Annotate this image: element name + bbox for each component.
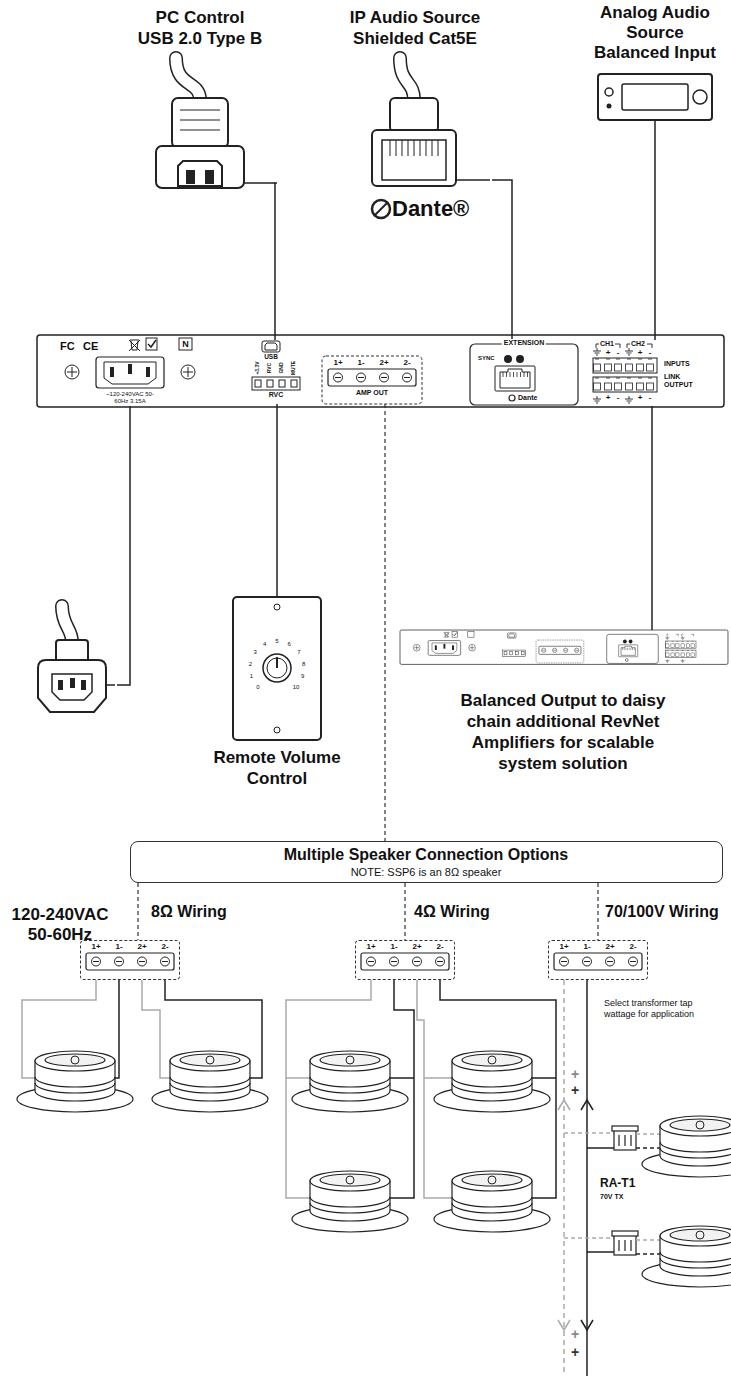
terminal-label: 2+ — [137, 942, 146, 951]
part-spec: 70V TX — [600, 1193, 623, 1201]
terminal-label: 1+ — [366, 942, 375, 951]
input-terminals-text: CH2 — [631, 340, 645, 348]
polarity-mark: + — [571, 1326, 579, 1342]
extension-port-text: EXTENSION — [502, 339, 546, 347]
dial-number: 1 — [250, 673, 253, 680]
speaker-feed-line — [597, 883, 598, 940]
source-callout-text: Analog Audio Source Balanced Input — [591, 3, 719, 63]
polarity-mark: + — [638, 349, 643, 357]
polarity-mark: + — [571, 1066, 579, 1082]
polarity-mark: + — [606, 394, 611, 402]
options-box-text: NOTE: SSP6 is an 8Ω speaker — [131, 866, 721, 879]
terminal-label: 2- — [436, 942, 443, 951]
source-callout-text: Shielded Cat5E — [340, 29, 490, 49]
cable-line — [651, 406, 653, 630]
amp-out-terminal-text: AMP OUT — [322, 389, 422, 397]
dial-number: 10 — [293, 684, 300, 691]
dial-number: 8 — [302, 660, 305, 667]
input-terminals-text: CH1 — [600, 340, 614, 348]
volume-control-text: Remote Volume Control — [209, 747, 345, 789]
pin-name: +3.3V — [255, 361, 261, 374]
input-terminals-text: INPUTS — [664, 360, 690, 368]
options-box: Multiple Speaker Connection OptionsNOTE:… — [130, 841, 723, 883]
terminal-label: 2+ — [379, 358, 388, 367]
terminal-label: 2+ — [605, 942, 614, 951]
cable-line — [654, 120, 656, 340]
speaker-terminal-text: 8Ω Wiring — [151, 903, 227, 921]
amplifier-panel: ~120-240VAC 50-60Hz 3.15A USB RVC AMP OUT EX… — [37, 335, 724, 407]
dial-number: 7 — [297, 649, 300, 656]
polarity-mark: - — [617, 394, 620, 402]
source-callout: PC ControlUSB 2.0 Type B — [125, 0, 277, 195]
speaker-terminal-text: 4Ω Wiring — [414, 903, 490, 921]
cable-line — [275, 183, 277, 340]
extension-port-text: SYNC — [478, 355, 495, 362]
speaker-terminal-text: 70/100V Wiring — [605, 903, 719, 921]
power-inlet-text: ~120-240VAC 50-60Hz 3.15A — [105, 391, 155, 405]
amplifier-panel-text: CE — [83, 340, 98, 353]
speaker-feed-line — [404, 883, 405, 940]
source-callout-text: Dante® — [392, 196, 469, 221]
source-callout: Analog Audio Source Balanced Input — [585, 0, 725, 120]
usb-port: USB — [257, 340, 285, 361]
note-text: Select transformer tap wattage for appli… — [604, 998, 722, 1020]
terminal-label: 2- — [161, 942, 168, 951]
usb-port-text: USB — [257, 353, 285, 360]
dial-number: 3 — [253, 649, 256, 656]
pin-name: MUTE — [291, 361, 297, 375]
power-inlet: ~120-240VAC 50-60Hz 3.15A — [92, 355, 168, 406]
cable-line — [492, 180, 512, 344]
power-cord-text: 120-240VAC 50-60Hz — [5, 905, 115, 945]
options-box-text: Multiple Speaker Connection Options — [131, 846, 721, 864]
cable-line — [117, 406, 130, 685]
terminal-label: 2+ — [412, 942, 421, 951]
daisy-chain-amplifier: Balanced Output to daisy chain additiona… — [398, 630, 728, 800]
terminal-label: 1- — [115, 942, 122, 951]
power-cord: 120-240VAC 50-60Hz — [5, 620, 117, 950]
polarity-mark: + — [606, 349, 611, 357]
cable-line — [276, 404, 278, 597]
dial-number: 4 — [263, 640, 266, 647]
polarity-mark: - — [649, 349, 652, 357]
source-callout-text: PC Control — [125, 8, 275, 28]
dial-number: 2 — [249, 660, 252, 667]
dial-number: 9 — [301, 673, 304, 680]
volume-control: Remote Volume Control — [209, 597, 347, 800]
daisy-chain-amplifier-text: Balanced Output to daisy chain additiona… — [458, 690, 668, 774]
dial-number: 5 — [275, 638, 278, 645]
speaker-feed-line — [384, 404, 385, 841]
pin-name: GND — [279, 362, 285, 373]
rvc-connector: RVC — [250, 376, 302, 404]
source-callout-text: USB 2.0 Type B — [125, 29, 275, 49]
extension-port: EXTENSIONSYNCDante — [470, 344, 578, 405]
terminal-label: 1+ — [333, 358, 342, 367]
amplifier-panel-text: N — [182, 339, 189, 349]
dial-number: 6 — [288, 640, 291, 647]
polarity-mark: + — [638, 394, 643, 402]
extension-port-text: Dante — [518, 394, 537, 402]
part-name: RA-T1 — [600, 1177, 635, 1191]
source-callout: IP Audio SourceShielded Cat5E Dante® — [340, 0, 492, 232]
terminal-label: 1+ — [91, 942, 100, 951]
rvc-connector-text: RVC — [250, 391, 302, 399]
dial-number: 0 — [256, 684, 259, 691]
polarity-mark: - — [649, 394, 652, 402]
polarity-mark: + — [571, 1344, 579, 1360]
speaker-feed-line — [137, 883, 138, 940]
amplifier-panel-text: FC — [60, 340, 75, 353]
terminal-label: 1+ — [559, 942, 568, 951]
terminal-label: 2- — [403, 358, 410, 367]
terminal-label: 2- — [629, 942, 636, 951]
pin-name: RVC — [267, 363, 273, 373]
polarity-mark: - — [617, 349, 620, 357]
input-terminals-text: LINK OUTPUT — [664, 373, 700, 389]
source-callout-text: IP Audio Source — [340, 8, 490, 28]
terminal-label: 1- — [357, 358, 364, 367]
polarity-mark: + — [571, 1082, 579, 1098]
terminal-label: 1- — [390, 942, 397, 951]
terminal-label: 1- — [583, 942, 590, 951]
